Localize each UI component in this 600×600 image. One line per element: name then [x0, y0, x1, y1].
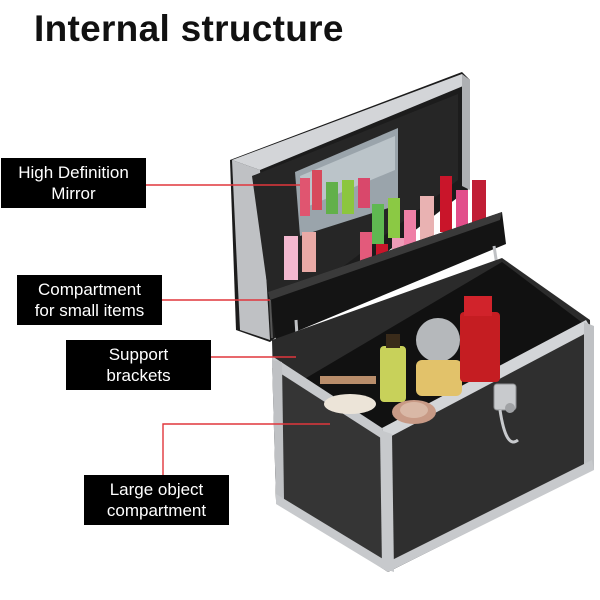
small-items-tray	[268, 212, 506, 340]
label-large-line2: compartment	[106, 501, 207, 520]
page-title: Internal structure	[34, 8, 344, 49]
label-support-brackets: Support brackets	[66, 340, 211, 390]
label-small-items-compartment: Compartment for small items	[17, 275, 162, 325]
nail-polish-bottles	[284, 170, 486, 282]
label-small-items-line2: for small items	[34, 301, 145, 320]
label-hd-mirror-line1: High Definition	[18, 163, 129, 182]
label-hd-mirror: High Definition Mirror	[1, 158, 146, 208]
label-large-object-compartment: Large object compartment	[84, 475, 229, 525]
cosmetics-contents	[320, 296, 500, 424]
label-large-line1: Large object	[109, 480, 204, 499]
label-small-items-line1: Compartment	[38, 280, 141, 299]
label-brackets-line2: brackets	[106, 366, 171, 385]
callout-lines	[146, 184, 330, 475]
label-hd-mirror-line2: Mirror	[51, 184, 96, 203]
callout-line-large	[162, 423, 330, 475]
lock-icon	[493, 383, 519, 444]
label-brackets-line1: Support	[108, 345, 169, 364]
